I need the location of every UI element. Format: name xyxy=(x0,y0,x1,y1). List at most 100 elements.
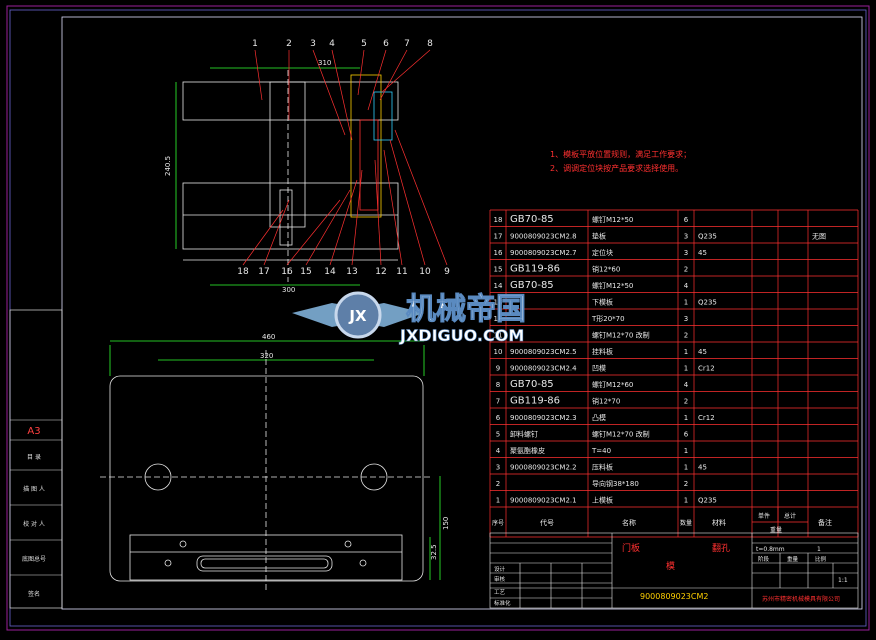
dim-side-height: 240.5 xyxy=(164,156,172,176)
bom-header-material: 材料 xyxy=(712,518,726,527)
title-block xyxy=(489,532,859,609)
bom-row-code: 9000809023CM2.2 xyxy=(510,464,577,472)
bom-row-qty: 2 xyxy=(684,398,688,406)
tb-label: 设计 xyxy=(494,565,506,573)
watermark: JX 机械帝国 JXDIGUO.COM xyxy=(292,291,527,345)
bom-row-qty: 2 xyxy=(684,332,688,340)
bom-row-number: 13 xyxy=(494,299,503,307)
left-strip: A3 目 录 描 图 人 校 对 人 底图总号 签名 xyxy=(9,309,63,609)
bom-row-number: 11 xyxy=(494,332,503,340)
bom-header-qty: 数量 xyxy=(680,519,692,527)
plan-bolts xyxy=(164,540,367,567)
bom-row-number: 6 xyxy=(496,414,501,422)
dim-top-width: 310 xyxy=(318,59,331,67)
bom-row-number: 12 xyxy=(494,315,503,323)
bom-row-number: 3 xyxy=(496,464,500,472)
bom-row-number: 9 xyxy=(496,365,500,373)
bom-row-name: 凸模 xyxy=(592,413,606,422)
bom-row-note: 无图 xyxy=(812,233,826,241)
bom-row-name: 挂料板 xyxy=(592,347,613,356)
bom-header-name: 名称 xyxy=(622,518,636,527)
bom-row-qty: 1 xyxy=(684,348,688,356)
bom-row-qty: 1 xyxy=(684,365,688,373)
bom-row-number: 15 xyxy=(494,266,503,274)
balloon-label: 12 xyxy=(375,267,386,277)
strip-row: 签名 xyxy=(28,590,40,598)
bom-row-code: GB119-86 xyxy=(510,396,560,407)
bom-row-material: 45 xyxy=(698,348,707,356)
bom-row-name: 下模板 xyxy=(592,298,613,307)
balloon-label: 15 xyxy=(300,267,311,277)
gear-icon xyxy=(334,291,382,339)
bom-row-code: 9000809023CM2.8 xyxy=(510,233,577,241)
bom-row-name: 螺钉M12*70 改制 xyxy=(592,331,650,340)
bom-row-code: 卸料螺钉 xyxy=(510,430,538,439)
bom-row-qty: 2 xyxy=(684,480,688,488)
balloon-label: 10 xyxy=(419,267,431,277)
bom-row-material: Q235 xyxy=(698,497,717,505)
bom-row-name: 压料板 xyxy=(592,463,613,472)
bom-row-name: 销12*60 xyxy=(592,265,620,274)
drawing-number: 9000809023CM2 xyxy=(640,592,708,601)
bom-row-number: 18 xyxy=(494,216,503,224)
bom-header-weight: 重量 xyxy=(770,526,782,534)
scale: 1:1 xyxy=(838,577,848,584)
bom-row-qty: 4 xyxy=(684,282,689,290)
bom-row-qty: 1 xyxy=(684,447,688,455)
bom-row-name: 凹模 xyxy=(592,364,606,373)
part-name-a: 门板 xyxy=(622,542,640,554)
bom-row-qty: 2 xyxy=(684,266,688,274)
bom-row-qty: 1 xyxy=(684,497,688,505)
bom-row-qty: 1 xyxy=(684,464,688,472)
bom-row-name: T=40 xyxy=(591,447,611,455)
balloon-label: 13 xyxy=(346,267,357,277)
balloon-label: 2 xyxy=(286,39,292,49)
watermark-en: JXDIGUO.COM xyxy=(399,326,524,345)
tb-label: 阶段 xyxy=(758,555,770,563)
bom-row-name: 导向钢38*180 xyxy=(592,479,639,488)
bom-row-number: 8 xyxy=(496,381,500,389)
bom-row-name: 销12*70 xyxy=(592,397,620,406)
plan-dims: 460 320 150 32.5 xyxy=(260,333,450,560)
bom-header-seq: 序号 xyxy=(492,519,504,527)
bom-header-code: 代号 xyxy=(540,518,554,527)
plan-view xyxy=(100,340,441,590)
strip-row: 目 录 xyxy=(27,453,41,461)
dim-side-tiny: 32.5 xyxy=(430,544,438,560)
bom-row-code: 9000809023CM2.4 xyxy=(510,365,577,373)
part-name-c: 模 xyxy=(666,561,675,572)
bom-row-number: 5 xyxy=(496,431,500,439)
bom-row-name: T形20*70 xyxy=(591,315,625,323)
strip-row: 校 对 人 xyxy=(23,520,45,528)
bom-row-code: GB70-85 xyxy=(510,280,554,291)
balloon-label: 8 xyxy=(427,39,433,49)
bom-row-name: 螺钉M12*50 xyxy=(592,281,633,290)
watermark-logo: JX xyxy=(348,307,367,325)
bom-row-number: 17 xyxy=(494,233,503,241)
balloon-label: 9 xyxy=(444,267,450,277)
dim-base-width: 300 xyxy=(282,286,295,294)
tech-note-1: 1、模板平放位置规则，满足工作要求； xyxy=(550,149,691,159)
bom-header-single: 单件 xyxy=(758,512,770,520)
bom-row-code: 9000809023CM2.7 xyxy=(510,249,577,257)
bom-row-name: 螺钉M12*60 xyxy=(592,380,633,389)
tech-note-2: 2、调调定位块按产品要求选择使用。 xyxy=(550,163,683,173)
strip-format: A3 xyxy=(27,426,40,437)
bom-row-code: 9000809023CM2.5 xyxy=(510,348,577,356)
balloon-label: 1 xyxy=(252,39,258,49)
bom-row-material: Cr12 xyxy=(698,414,715,422)
watermark-cn: 机械帝国 xyxy=(406,292,526,327)
balloon-label: 14 xyxy=(324,267,336,277)
dim-side-small: 150 xyxy=(442,517,450,530)
bom-row-qty: 6 xyxy=(684,216,689,224)
bom-row-name: 螺钉M12*50 xyxy=(592,215,633,224)
outer-frame xyxy=(6,5,870,631)
bom-row-material: Q235 xyxy=(698,233,717,241)
bom-row-number: 14 xyxy=(494,282,503,290)
bom-header-total: 总计 xyxy=(784,512,796,520)
bom-row-name: 定位块 xyxy=(592,248,613,257)
front-dims: 310 240.5 300 xyxy=(164,59,331,294)
bom-row-qty: 1 xyxy=(684,299,688,307)
